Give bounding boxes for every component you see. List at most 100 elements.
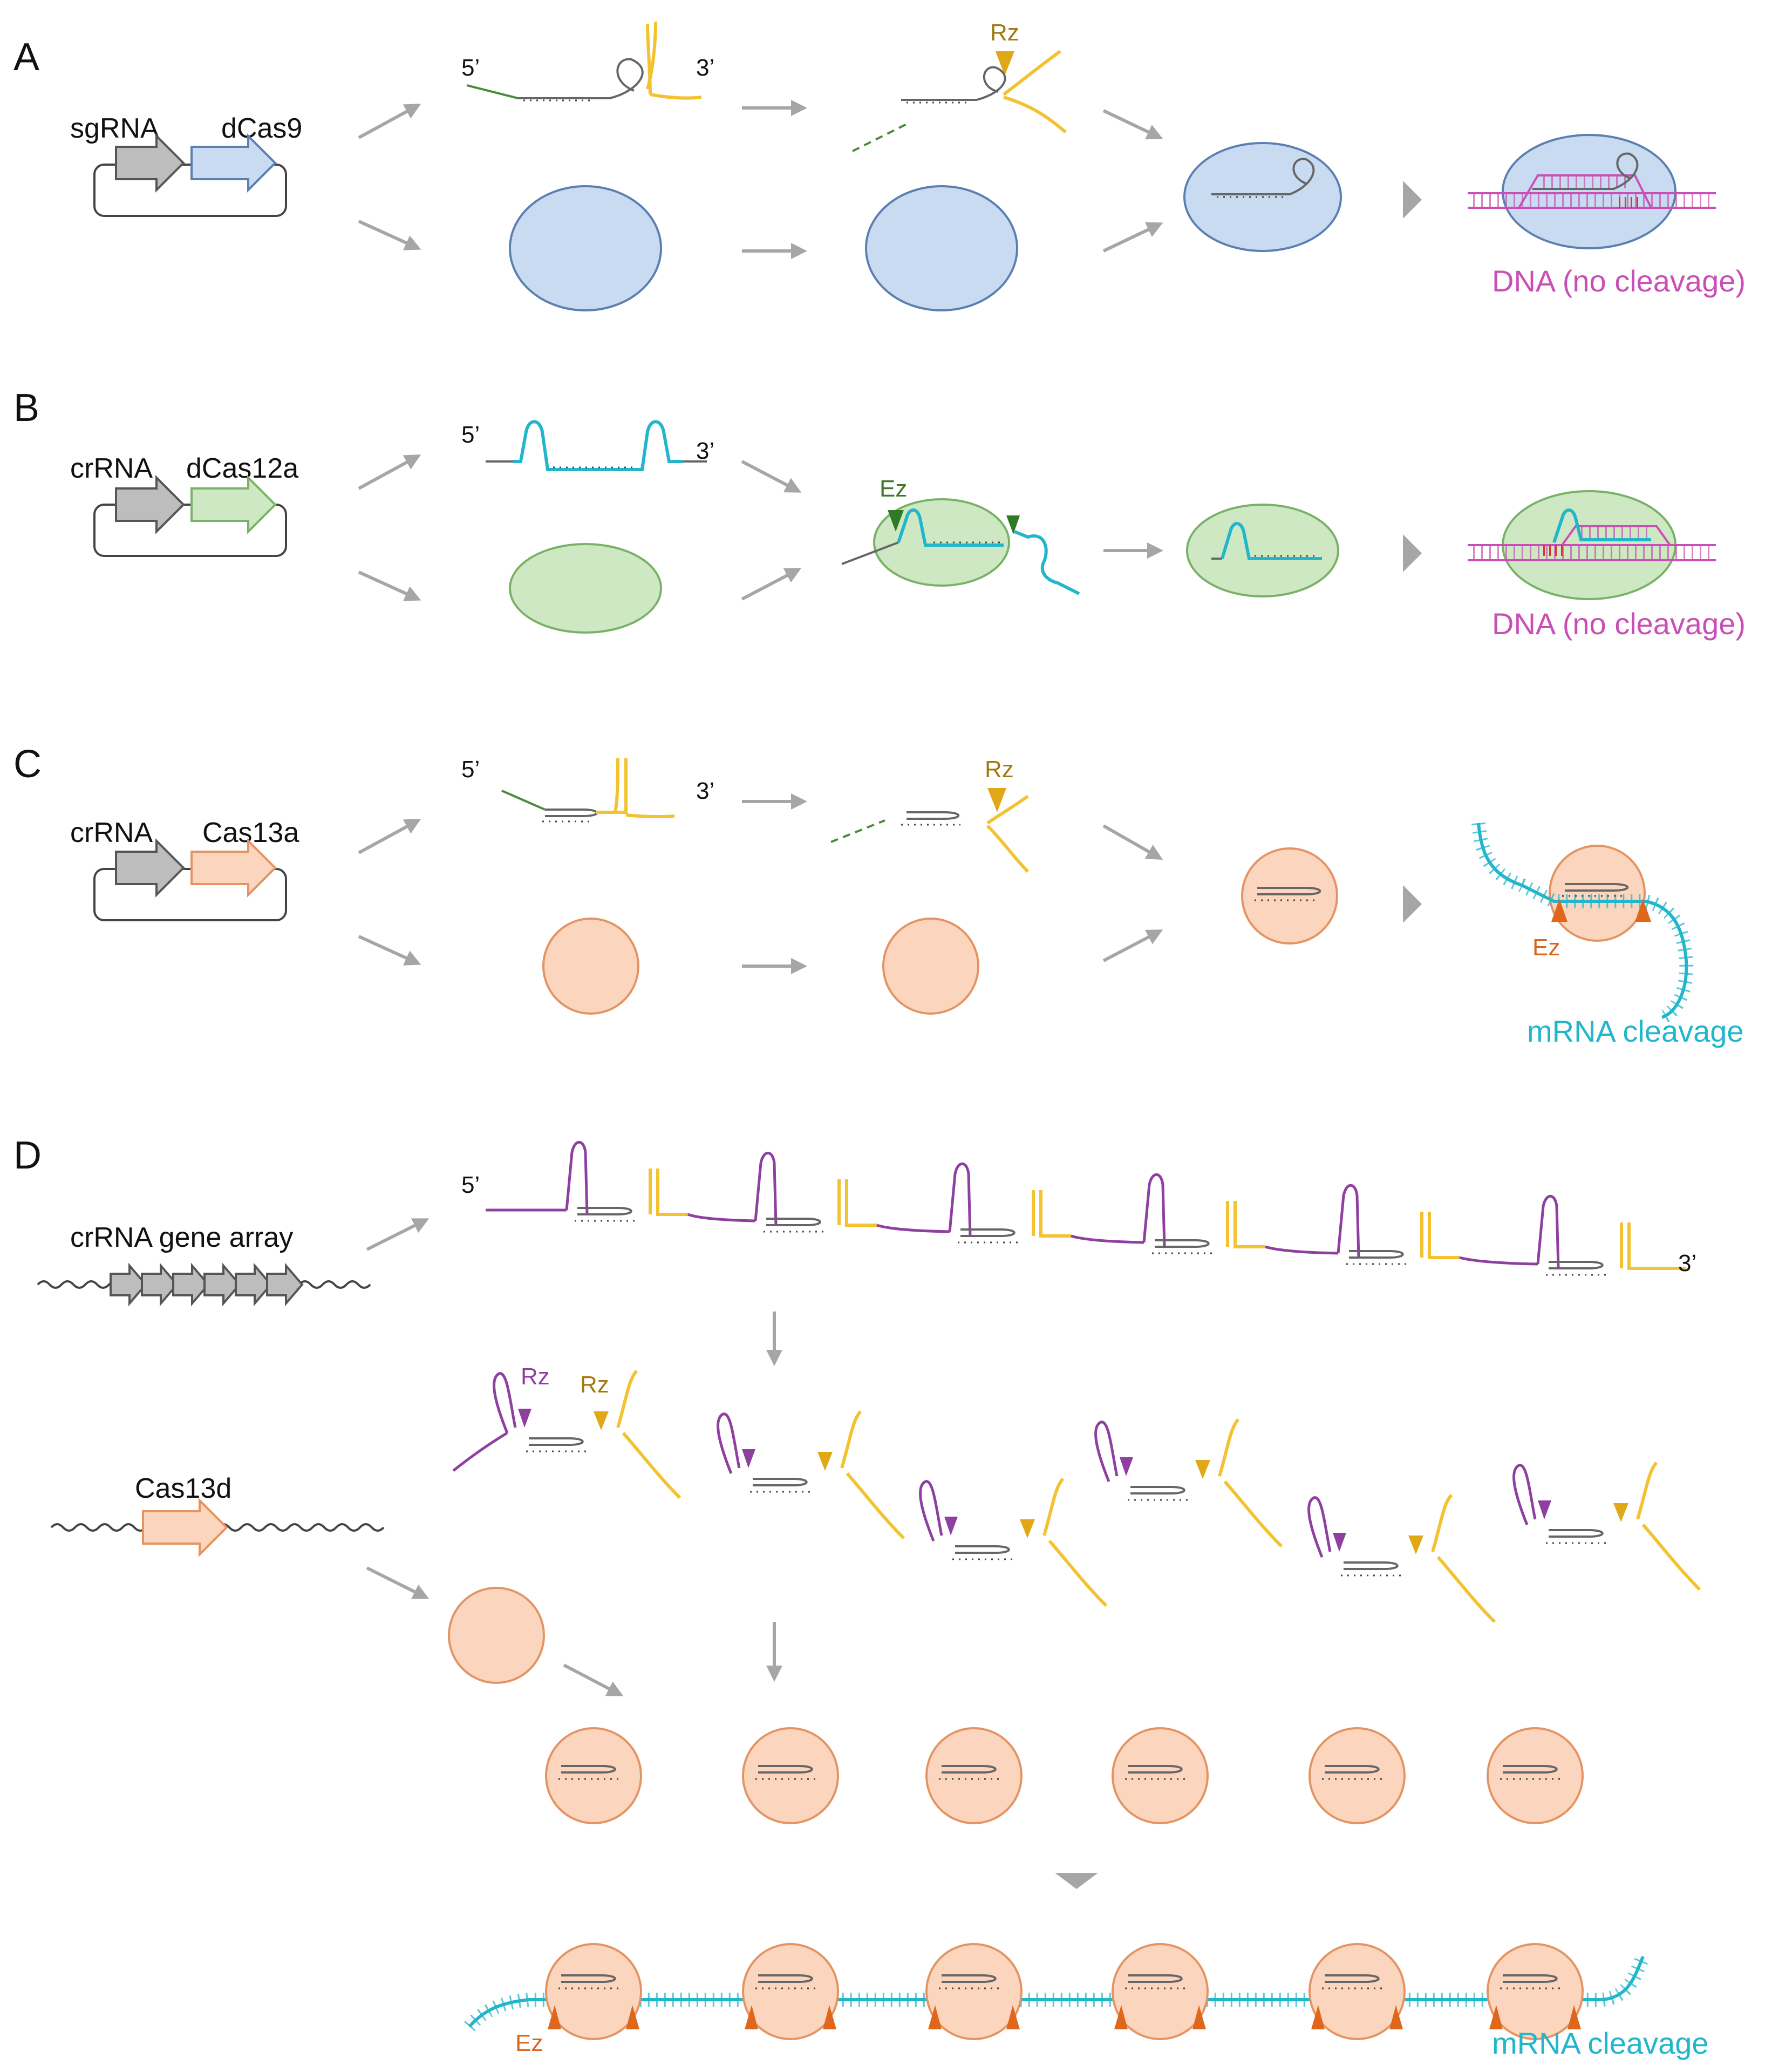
panel-d-ribozyme-purple-mark: [1120, 1457, 1133, 1476]
panel-d-target-guide: [758, 1974, 813, 1983]
panel-d-processed-yellow-arm: [1042, 1477, 1108, 1607]
panel-a-protein-gene-arrow: [190, 133, 277, 193]
panel-a-outcome-label: DNA (no cleavage): [1492, 264, 1746, 298]
panel-c-arrow-to-protein: [358, 935, 421, 966]
panel-d-transcript-purple-hairpin: [1337, 1184, 1360, 1258]
panel-d-crrna-gene-array: [37, 1262, 371, 1307]
panel-d-arrow-to-transcript: [366, 1218, 430, 1251]
panel-c-cas13a-protein-2: [882, 918, 979, 1015]
panel-a-letter: A: [13, 36, 39, 79]
panel-d-enzyme-mark-right: [1192, 2005, 1206, 2029]
panel-d-transcript-linker: [1459, 1256, 1538, 1266]
panel-d-transcript-yellow-hairpin: [1620, 1222, 1659, 1270]
panel-d-protein-gene-label: Cas13d: [135, 1473, 231, 1504]
panel-c-ribozyme-label: Rz: [985, 756, 1014, 783]
panel-a-three-prime: 3’: [696, 55, 714, 81]
panel-d-cas13d-protein: [448, 1587, 545, 1684]
panel-d-rnp-complex: [1308, 1727, 1406, 1824]
panel-d-processed-yellow-arm: [1218, 1418, 1283, 1548]
panel-c-guide-gene-arrow: [115, 838, 185, 898]
panel-d-transcript-linker: [876, 1224, 950, 1233]
panel-d-processed-guide: [753, 1478, 808, 1486]
panel-a-ribozyme-label: Rz: [990, 19, 1019, 46]
panel-d-processed-purple-hairpin: [717, 1412, 741, 1474]
panel-c-letter: C: [13, 743, 42, 786]
panel-c-ribozyme-mark: [987, 788, 1006, 812]
panel-d-target-complex: [925, 1943, 1023, 2040]
panel-d-target-guide: [1128, 1974, 1183, 1983]
panel-d-rnp-complex: [742, 1727, 839, 1824]
panel-c-arrow-assemble-top: [1102, 824, 1163, 860]
panel-d-processed-yellow-arm: [840, 1410, 905, 1540]
panel-d-processed-purple-hairpin: [919, 1480, 943, 1541]
panel-d-processed-purple-hairpin: [493, 1372, 517, 1434]
panel-b-five-prime: 5’: [461, 422, 480, 448]
panel-c-guide-gene-label: crRNA: [70, 817, 153, 848]
panel-d-mrna-target: [464, 1943, 1650, 2040]
panel-d-ribozyme-purple-mark: [742, 1449, 755, 1468]
panel-d-arrow-assemble: [563, 1663, 624, 1696]
panel-d-transcript-guide: [960, 1228, 1016, 1237]
panel-d-enzyme-mark-right: [1389, 2005, 1403, 2029]
panel-d-enzyme-mark-right: [1567, 2005, 1581, 2029]
panel-d-array-gene-arrow: [203, 1262, 241, 1307]
panel-d-transcript-guide: [1549, 1261, 1604, 1269]
panel-b-dcas12a-protein: [509, 543, 662, 634]
panel-d-enzyme-mark-left: [548, 2005, 561, 2029]
panel-b-dna-target: [1468, 490, 1716, 600]
panel-d-array-gene-arrow: [235, 1262, 272, 1307]
panel-d-processed-guide: [1130, 1486, 1185, 1494]
panel-b-arrow-cleave-top: [741, 460, 802, 493]
panel-b-guide-gene-arrow: [115, 475, 185, 534]
panel-b: B crRNA dCas12a 5’ 3’ Ez: [13, 386, 1746, 641]
panel-a-plasmid: [93, 133, 287, 217]
panel-d-ribozyme-yellow-mark: [1613, 1503, 1628, 1522]
panel-c-crrna-transcript: [501, 758, 675, 823]
panel-d-three-prime: 3’: [1678, 1250, 1696, 1276]
panel-a-guide-gene-label: sgRNA: [70, 113, 159, 144]
panel-d-processed-yellow-arm: [1636, 1461, 1701, 1591]
panel-d-array-gene-arrow: [172, 1262, 210, 1307]
panel-a-rnp-complex: [1183, 142, 1342, 252]
panel-c-protein-gene-arrow: [190, 838, 277, 898]
panel-a-five-prime: 5’: [461, 55, 480, 81]
panel-d-processed-guide: [1549, 1529, 1604, 1538]
panel-b-crrna-transcript: [486, 420, 707, 471]
panel-b-letter: B: [13, 386, 39, 430]
panel-d-enzyme-mark-right: [823, 2005, 836, 2029]
panel-d-target-complex: [1487, 1943, 1584, 2040]
panel-c-arrow-to-rna: [358, 819, 421, 854]
panel-a-arrow-assemble-bottom: [1102, 222, 1163, 253]
panel-c-enzyme-mark-left: [1551, 899, 1567, 922]
panel-d-ribozyme-yellow-mark: [594, 1411, 609, 1430]
panel-c-outcome-label: mRNA cleavage: [1527, 1014, 1744, 1048]
panel-d-step-arrowhead: [1055, 1873, 1098, 1889]
panel-d-target-guide: [942, 1974, 997, 1983]
panel-d-ribozyme-yellow-mark: [1408, 1536, 1423, 1554]
panel-d-target-complex: [1308, 1943, 1406, 2040]
panel-a-dcas9-protein: [509, 185, 662, 311]
panel-c-mrna-target: [1471, 822, 1694, 1024]
panel-d-target-complex: [1112, 1943, 1209, 2040]
panel-d-ribozyme-purple-mark: [1333, 1533, 1346, 1552]
panel-d-outcome-label: mRNA cleavage: [1492, 2026, 1709, 2060]
panel-d-enzyme-mark-right: [1006, 2005, 1020, 2029]
panel-c-enzyme-mark-right: [1635, 899, 1651, 922]
panel-d-array-transcript: [486, 1140, 1686, 1276]
panel-b-step-arrowhead: [1403, 534, 1422, 572]
panel-b-enzyme-mark-right: [1006, 515, 1020, 534]
panel-d-transcript-purple-hairpin: [565, 1140, 589, 1215]
panel-a-dna-target: [1468, 134, 1716, 249]
panel-d-processed-units: [452, 1369, 1701, 1623]
panel-d-ribozyme-yellow-mark: [1020, 1519, 1035, 1538]
panel-d-ribozyme-yellow-label: Rz: [580, 1371, 609, 1398]
panel-b-protein-gene-label: dCas12a: [186, 453, 298, 484]
panel-a-dcas9-protein-2: [865, 185, 1018, 311]
panel-c: C crRNA Cas13a 5’ 3’ Rz: [13, 743, 1744, 1048]
panel-d-processed-purple-hairpin: [1307, 1496, 1332, 1558]
panel-d-rnp-guide: [1128, 1765, 1183, 1774]
panel-c-cas13a-protein: [542, 918, 639, 1015]
panel-d-target-guide: [561, 1974, 616, 1983]
panel-d-ribozyme-purple-mark: [944, 1517, 958, 1536]
